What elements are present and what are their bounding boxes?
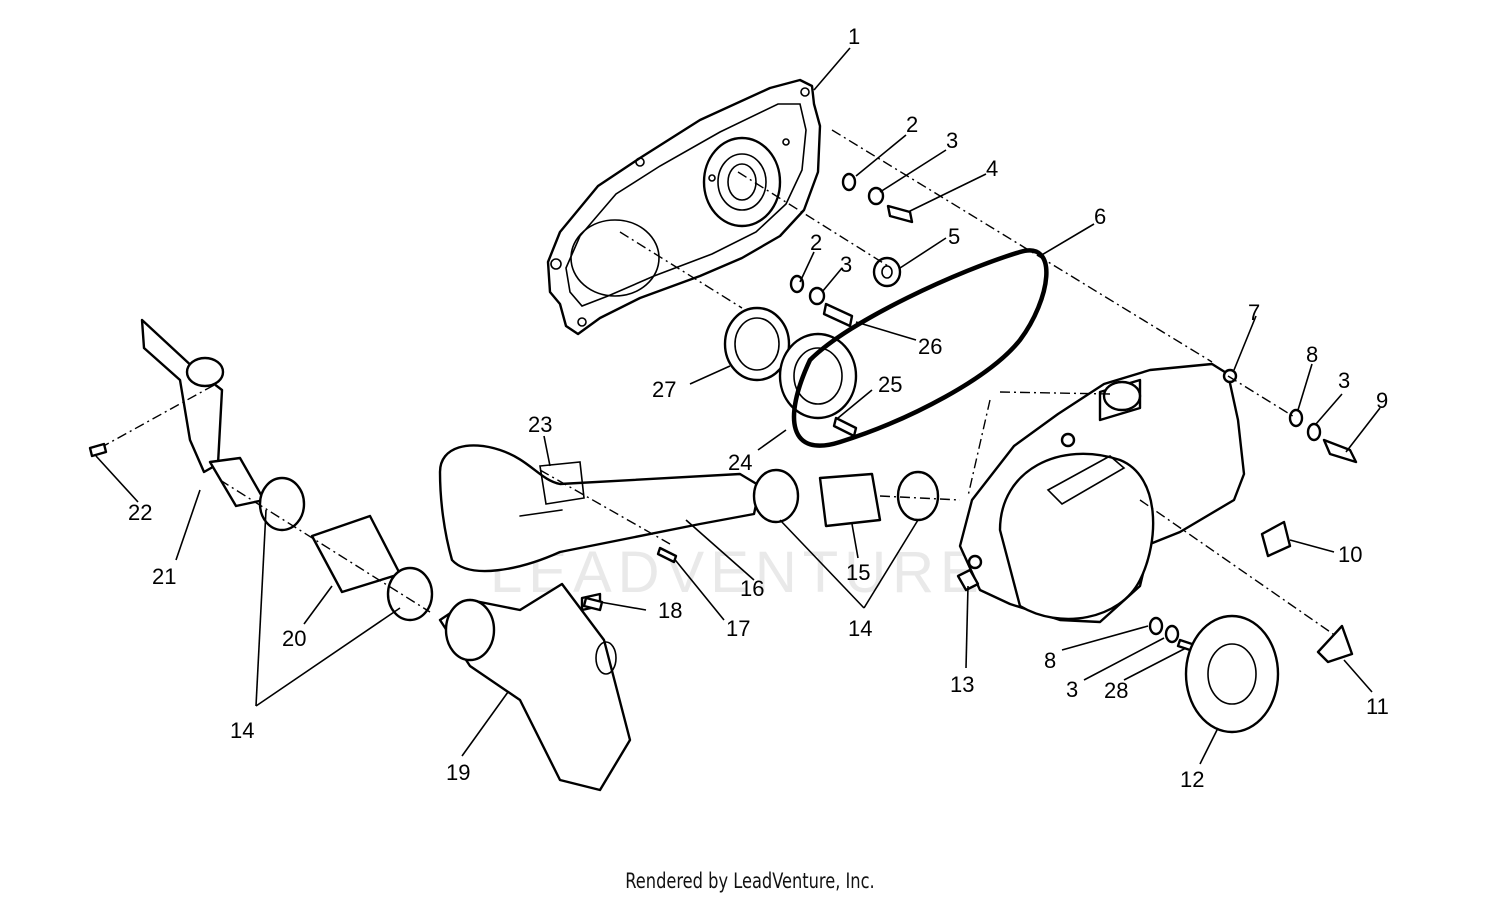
- assembly-centerlines: [99, 129, 1337, 637]
- callout-label: 3: [1338, 368, 1350, 393]
- callout-labels: 1 2 3 4 5 6 2 3 26 27 25 24 23 7 8 3 9 1…: [128, 24, 1389, 792]
- outer-clutch-cover: [956, 362, 1246, 624]
- callout-label: 13: [950, 672, 974, 697]
- callout-label: 20: [282, 626, 306, 651]
- callout-label: 1: [848, 24, 860, 49]
- callout-label: 24: [728, 450, 752, 475]
- callout-label: 5: [948, 224, 960, 249]
- callout-label: 2: [906, 112, 918, 137]
- callout-label: 8: [1044, 648, 1056, 673]
- callout-label: 10: [1338, 542, 1362, 567]
- leader-lines: [95, 47, 1381, 765]
- callout-label: 9: [1376, 388, 1388, 413]
- upper-washer-stack: [789, 172, 914, 328]
- callout-label: 12: [1180, 767, 1204, 792]
- inner-clutch-cover: [546, 78, 822, 336]
- intake-duct-assembly: [438, 444, 940, 573]
- callout-label: 7: [1248, 300, 1260, 325]
- footer-credit: Rendered by LeadVenture, Inc.: [625, 869, 875, 893]
- callout-label: 22: [128, 500, 152, 525]
- callout-label: 18: [658, 598, 682, 623]
- callout-label: 27: [652, 377, 676, 402]
- callout-label: 11: [1366, 694, 1389, 719]
- right-hardware: [1148, 408, 1358, 734]
- callout-label: 14: [848, 616, 872, 641]
- callout-label: 19: [446, 760, 470, 785]
- callout-label: 23: [528, 412, 552, 437]
- callout-label: 16: [740, 576, 764, 601]
- drive-belt: [791, 248, 1049, 448]
- callout-label: 8: [1306, 342, 1318, 367]
- callout-label: 2: [810, 230, 822, 255]
- callout-label: 17: [726, 616, 750, 641]
- callout-label: 28: [1104, 678, 1128, 703]
- callout-label: 3: [840, 252, 852, 277]
- callout-label: 3: [1066, 677, 1078, 702]
- callout-label: 26: [918, 334, 942, 359]
- callout-label: 21: [152, 564, 176, 589]
- callout-label: 3: [946, 128, 958, 153]
- lower-duct-assembly: [140, 318, 632, 792]
- callout-label: 14: [230, 718, 254, 743]
- callout-label: 6: [1094, 204, 1106, 229]
- seal-and-drive-sheave: [723, 306, 858, 438]
- callout-label: 25: [878, 372, 902, 397]
- callout-label: 4: [986, 156, 998, 181]
- callout-label: 15: [846, 560, 870, 585]
- small-hardware: [88, 442, 678, 612]
